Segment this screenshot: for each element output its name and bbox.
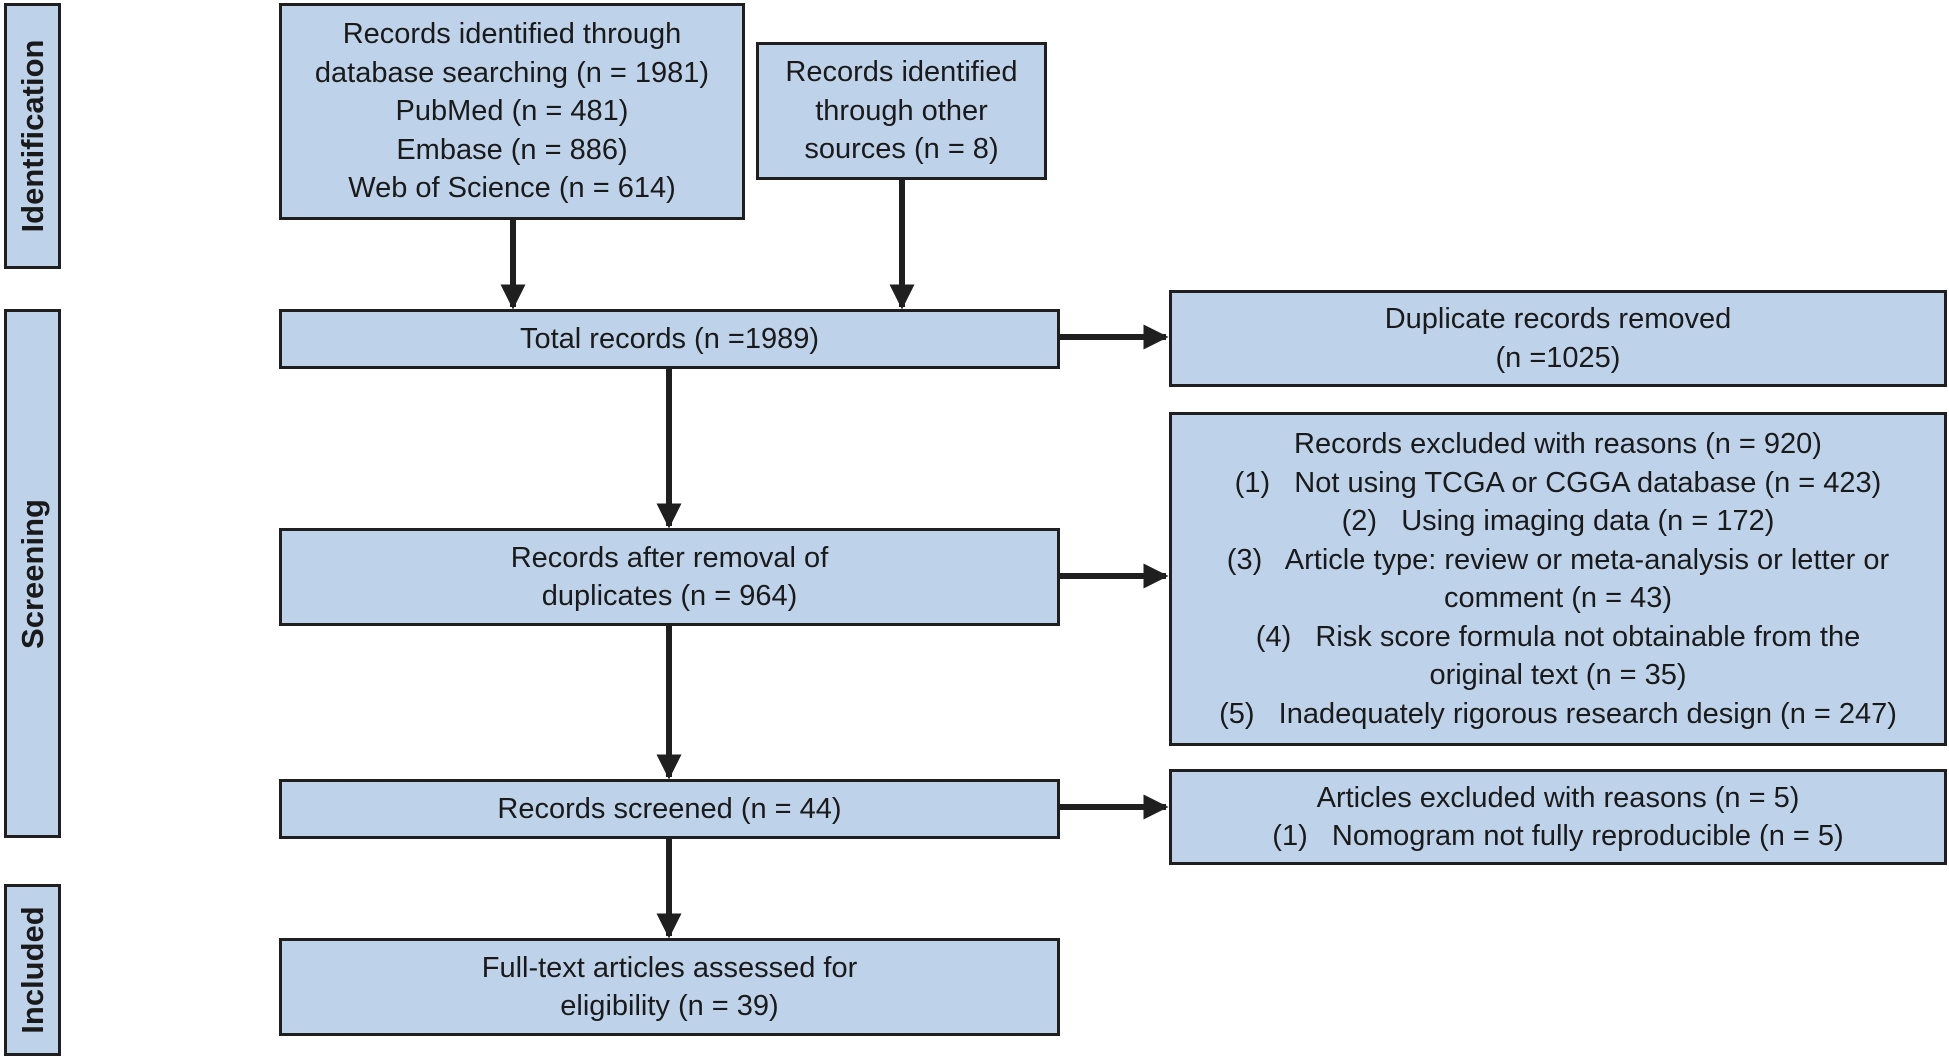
box-text-line: Full-text articles assessed for (481, 951, 858, 984)
box-text-line: Records identified through (342, 18, 682, 51)
box-text-line: (3) Article type: review or meta-analysi… (1226, 543, 1890, 576)
box-text-line: Total records (n =1989) (519, 322, 820, 355)
box-text-line: (n =1025) (1495, 341, 1621, 374)
box-text-line: comment (n = 43) (1443, 582, 1673, 614)
articles-excluded-box: Articles excluded with reasons (n = 5) (… (1169, 769, 1947, 865)
records-excluded-box: Records excluded with reasons (n = 920) … (1169, 412, 1947, 746)
box-text-line: (1) Not using TCGA or CGGA database (n =… (1234, 466, 1882, 499)
box-text-line: original text (n = 35) (1429, 659, 1687, 691)
stage-screening: Screening (4, 309, 61, 838)
box-text-line: PubMed (n = 481) (395, 95, 629, 128)
box-text-line: database searching (n = 1981) (314, 56, 710, 89)
full-text-articles-box: Full-text articles assessed for eligibil… (279, 938, 1060, 1036)
other-sources-box: Records identified through other sources… (756, 42, 1047, 180)
box-text-line: Embase (n = 886) (396, 133, 628, 166)
box-text-line: Records excluded with reasons (n = 920) (1294, 428, 1822, 460)
box-text-line: duplicates (n = 964) (541, 580, 798, 612)
stage-identification-label: Identification (14, 39, 50, 233)
box-text-line: Records after removal of (510, 541, 829, 574)
box-text-line: (5) Inadequately rigorous research desig… (1219, 697, 1897, 730)
box-text-line: (2) Using imaging data (n = 172) (1341, 505, 1775, 537)
stage-included-label: Included (14, 906, 50, 1034)
box-text-line: Web of Science (n = 614) (348, 172, 676, 205)
box-text-line: Articles excluded with reasons (n = 5) (1316, 781, 1800, 814)
box-text-line: Records screened (n = 44) (497, 792, 842, 825)
database-search-box: Records identified through database sear… (279, 3, 745, 220)
box-text-line: (4) Risk score formula not obtainable fr… (1255, 620, 1861, 653)
box-text-line: eligibility (n = 39) (560, 990, 779, 1022)
box-text-line: through other (815, 94, 988, 127)
box-text-line: sources (n = 8) (804, 133, 999, 166)
box-text-line: Duplicate records removed (1384, 303, 1732, 335)
duplicates-removed-box: Duplicate records removed (n =1025) (1169, 290, 1947, 387)
after-removal-box: Records after removal of duplicates (n =… (279, 528, 1060, 626)
stage-identification: Identification (4, 3, 61, 269)
box-text-line: (1) Nomogram not fully reproducible (n =… (1272, 820, 1844, 852)
total-records-box: Total records (n =1989) (279, 309, 1060, 369)
stage-screening-label: Screening (14, 498, 50, 649)
stage-included: Included (4, 884, 61, 1056)
box-text-line: Records identified (785, 56, 1018, 89)
records-screened-box: Records screened (n = 44) (279, 779, 1060, 839)
